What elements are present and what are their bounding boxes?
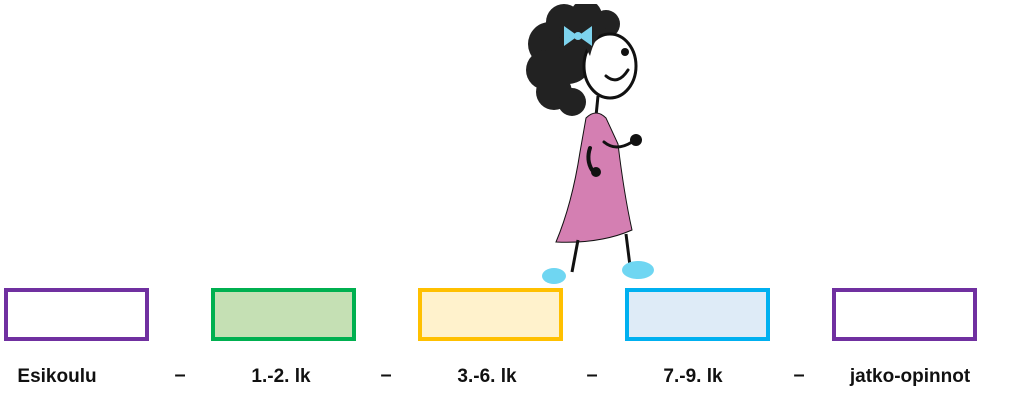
stage-label-jatko-opinnot: jatko-opinnot: [849, 366, 971, 387]
stage-box-jatko-opinnot: [832, 288, 977, 341]
stage-label-1-2-lk: 1.-2. lk: [251, 366, 311, 387]
stage-box-1-2-lk: [211, 288, 356, 341]
hair-bow-icon: [564, 26, 592, 46]
stage-label-esikoulu: Esikoulu: [17, 366, 97, 387]
separator-dash: –: [586, 364, 598, 386]
stage-box-esikoulu: [4, 288, 149, 341]
stage-box-7-9-lk: [625, 288, 770, 341]
separator-dash: –: [793, 364, 805, 386]
eye-icon: [621, 48, 629, 56]
separator-dash: –: [174, 364, 186, 386]
dress-icon: [555, 112, 633, 243]
stage-label-3-6-lk: 3.-6. lk: [457, 366, 517, 387]
stage-label-7-9-lk: 7.-9. lk: [663, 366, 723, 387]
smile-icon: [604, 68, 630, 82]
walking-girl-icon: [526, 4, 654, 284]
stage-box-3-6-lk: [418, 288, 563, 341]
separator-dash: –: [380, 364, 392, 386]
